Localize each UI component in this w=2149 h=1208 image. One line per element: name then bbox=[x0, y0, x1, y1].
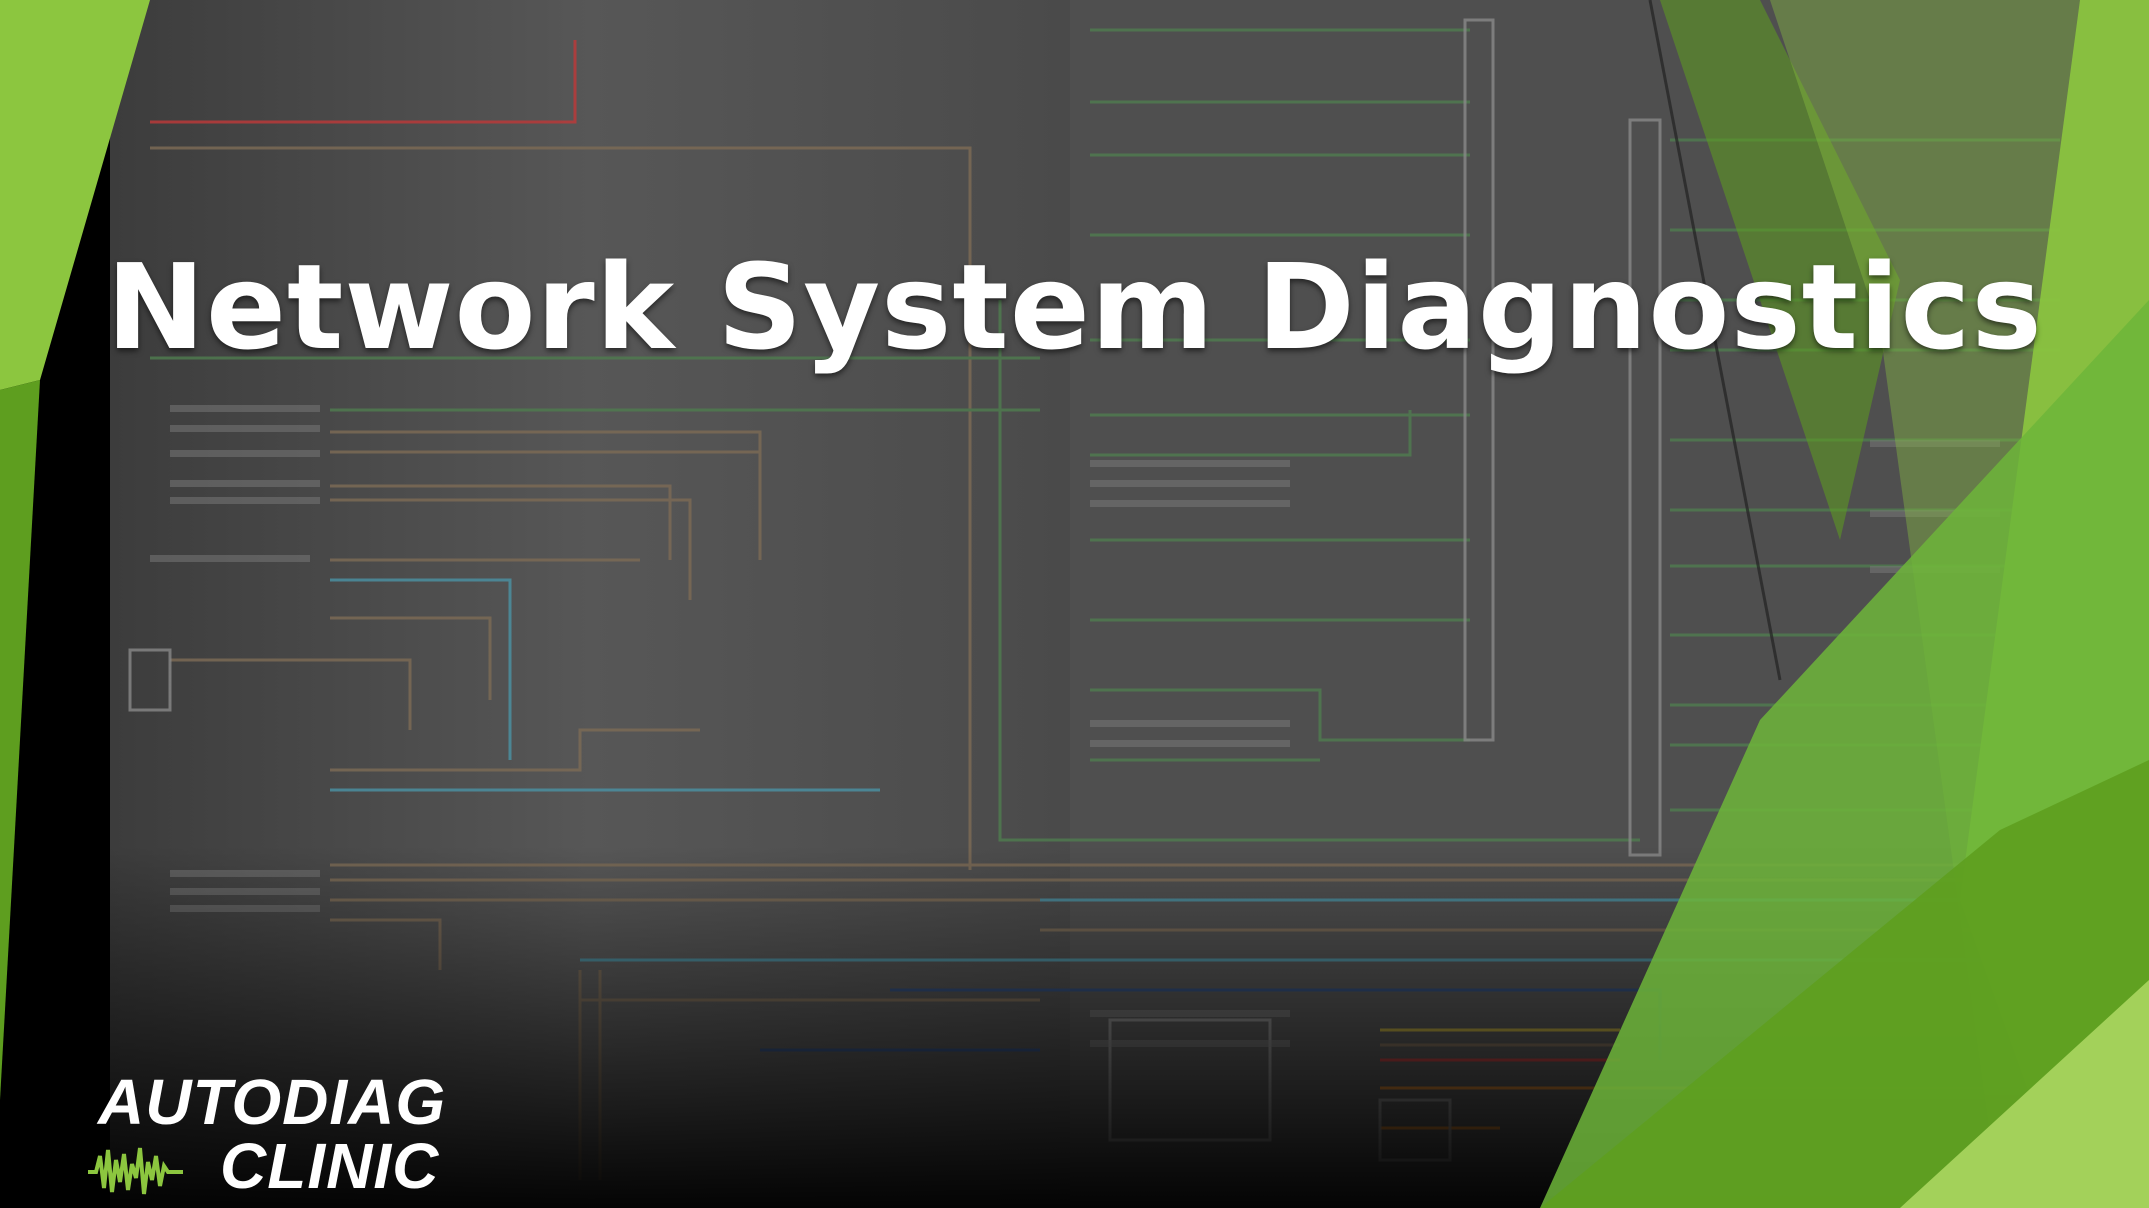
logo-text-autodiag: AUTODIAG bbox=[98, 1066, 447, 1138]
autodiag-clinic-logo: AUTODIAG CLINIC bbox=[88, 1070, 448, 1200]
logo-text-clinic: CLINIC bbox=[220, 1130, 440, 1202]
ecg-waveform-icon bbox=[88, 1147, 183, 1195]
slide-title: Network System Diagnostics bbox=[106, 238, 2043, 376]
